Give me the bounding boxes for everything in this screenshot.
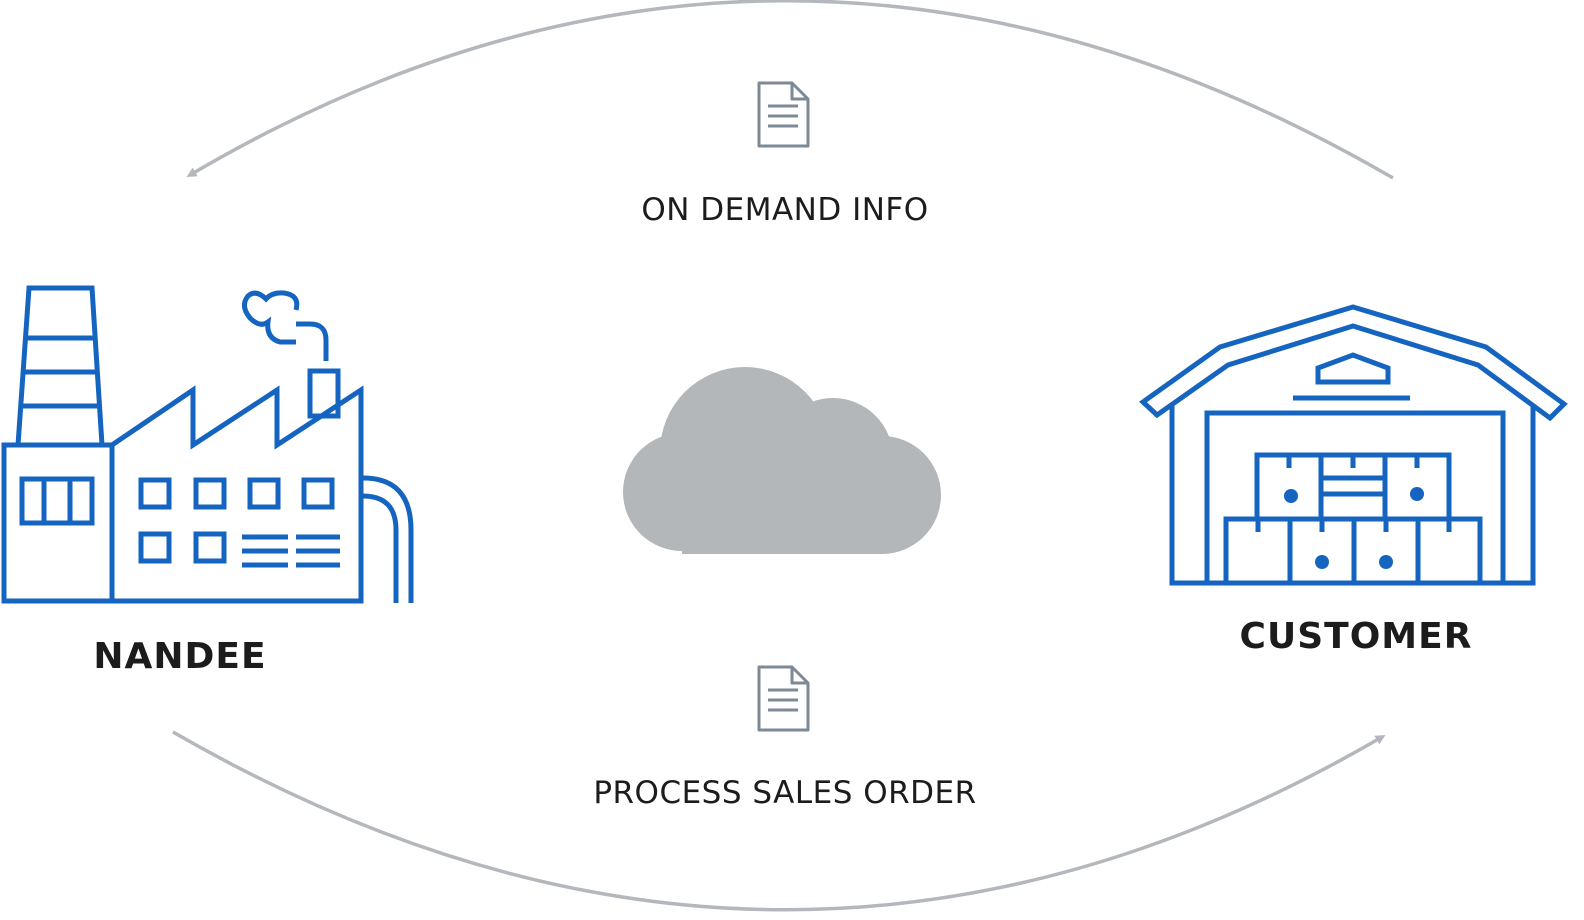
factory-icon [1, 285, 414, 604]
document-icon [757, 665, 810, 732]
warehouse-box-dots [1284, 487, 1424, 569]
warehouse-icon [1139, 304, 1568, 586]
customer-label: CUSTOMER [1239, 616, 1473, 657]
cloud-icon [623, 367, 941, 554]
document-icon [757, 81, 810, 148]
nandee-label: NANDEE [93, 636, 267, 677]
bottom-flow-arrow [172, 730, 1386, 912]
process-sales-order-label: PROCESS SALES ORDER [593, 775, 977, 811]
on-demand-info-label: ON DEMAND INFO [641, 192, 929, 228]
top-flow-arrow [186, 0, 1394, 180]
